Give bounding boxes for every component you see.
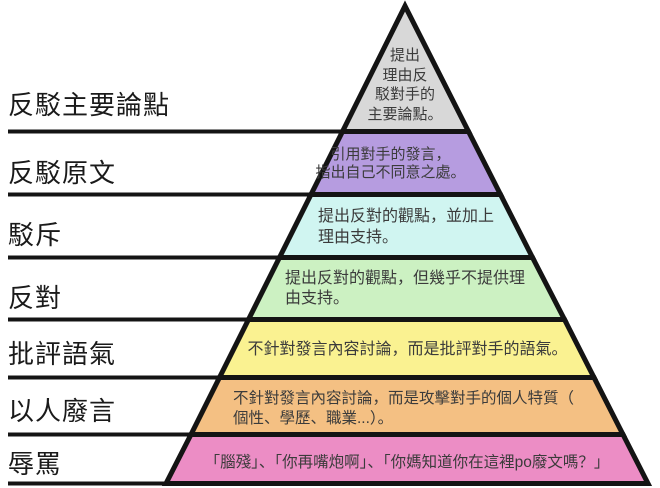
tier-description-rebut-central-point: 提出 理由反 駁對手的 主要論點。 xyxy=(367,47,443,123)
tier-label-refutation: 反駁原文 xyxy=(8,158,117,188)
tier-label-rebut-central-point: 反駁主要論點 xyxy=(8,90,171,120)
tier-description-ad-hominem: 不針對發言內容討論，而是攻擊對手的個人特質（ 個性、學歷、職業...）。 xyxy=(233,390,575,427)
tier-label-counterargument: 駁斥 xyxy=(8,220,63,250)
tier-shape-name-calling xyxy=(161,432,653,486)
tier-description-contradiction: 提出反對的觀點，但幾乎不提供理 由支持。 xyxy=(285,270,526,307)
tier-label-name-calling: 辱罵 xyxy=(8,449,63,479)
tier-description-name-calling: 「腦殘」、「你再嘴炮啊」、「你媽知道你在這裡po廢文嗎？」 xyxy=(204,454,610,471)
tier-label-contradiction: 反對 xyxy=(8,283,63,313)
tier-label-ad-hominem: 以人廢言 xyxy=(8,396,117,426)
tier-description-refutation: 引用對手的發言， 指出自己不同意之處。 xyxy=(315,146,466,181)
tier-description-responding-to-tone: 不針對發言內容討論，而是批評對手的語氣。 xyxy=(247,341,568,358)
tier-label-responding-to-tone: 批評語氣 xyxy=(8,339,117,369)
tier-description-counterargument: 提出反對的觀點，並加上 理由支持。 xyxy=(318,208,495,246)
